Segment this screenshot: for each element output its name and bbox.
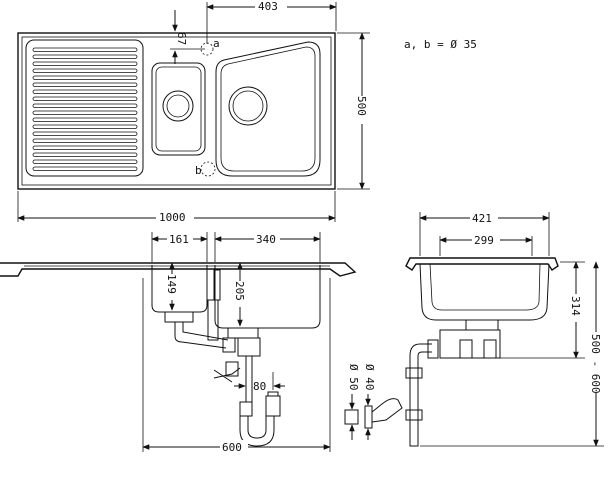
drainer-rib: [32, 89, 138, 94]
dim-hole-offset: 403: [258, 0, 278, 13]
dim-hole-edge: 67: [175, 32, 188, 45]
front-view: 161 340 149 205 80 600: [0, 232, 357, 454]
drainer-rib: [32, 68, 138, 73]
drainer-rib: [32, 124, 138, 129]
dim-large-depth: 205: [233, 281, 246, 301]
drainer-board: [25, 39, 144, 177]
drainer-rib: [32, 96, 138, 101]
dim-side-outer: 421: [472, 212, 492, 225]
drainer-rib: [32, 103, 138, 108]
dim-pipe-outer: Ø 50: [347, 364, 360, 391]
small-bowl-drain: [162, 90, 194, 122]
front-large-bowl: [214, 265, 321, 329]
dim-side-depth: 314: [569, 296, 582, 316]
drainer-rib: [32, 138, 138, 143]
drainer-rib: [32, 75, 138, 80]
dim-large-bowl: 340: [256, 233, 276, 246]
tap-hole-b-label: b: [195, 164, 202, 177]
drainer-rib: [32, 166, 138, 171]
dim-cabinet-depth: 500 - 600: [589, 334, 602, 394]
drainer-rib: [32, 110, 138, 115]
sink-outline: [17, 32, 336, 190]
drainer-ribs: [32, 47, 138, 171]
drainer-rib: [32, 131, 138, 136]
hole-note: a, b = Ø 35: [404, 38, 477, 51]
drainer-rib: [32, 159, 138, 164]
dim-cabinet-width: 600: [222, 441, 242, 454]
drainer-rib: [32, 145, 138, 150]
drainer-rib: [32, 117, 138, 122]
dim-small-bowl: 161: [169, 233, 189, 246]
drainer-rib: [32, 54, 138, 59]
tap-hole-a: [200, 42, 214, 56]
pipe-detail: Ø 50 Ø 40: [344, 364, 403, 440]
tap-hole-b: [200, 161, 216, 177]
dim-small-depth: 149: [165, 274, 178, 294]
front-small-bowl: [151, 265, 208, 313]
dim-width: 1000: [159, 211, 186, 224]
dim-depth-top: 500: [355, 96, 368, 116]
large-bowl: [215, 41, 321, 177]
drainer-rib: [32, 82, 138, 87]
dim-side-inner: 299: [474, 234, 494, 247]
side-bowl: [419, 263, 550, 321]
small-bowl: [151, 62, 206, 156]
top-view: a b 403 67 500 1000: [17, 0, 370, 224]
side-view: 421 299 314 500 - 600: [405, 211, 604, 447]
dim-pipe-inner: Ø 40: [363, 364, 376, 391]
drainer-rib: [32, 61, 138, 66]
large-bowl-drain: [228, 86, 268, 126]
dim-trap: 80: [253, 380, 266, 393]
drainer-rib: [32, 152, 138, 157]
drainer-rib: [32, 47, 138, 52]
tap-hole-a-label: a: [213, 37, 220, 50]
